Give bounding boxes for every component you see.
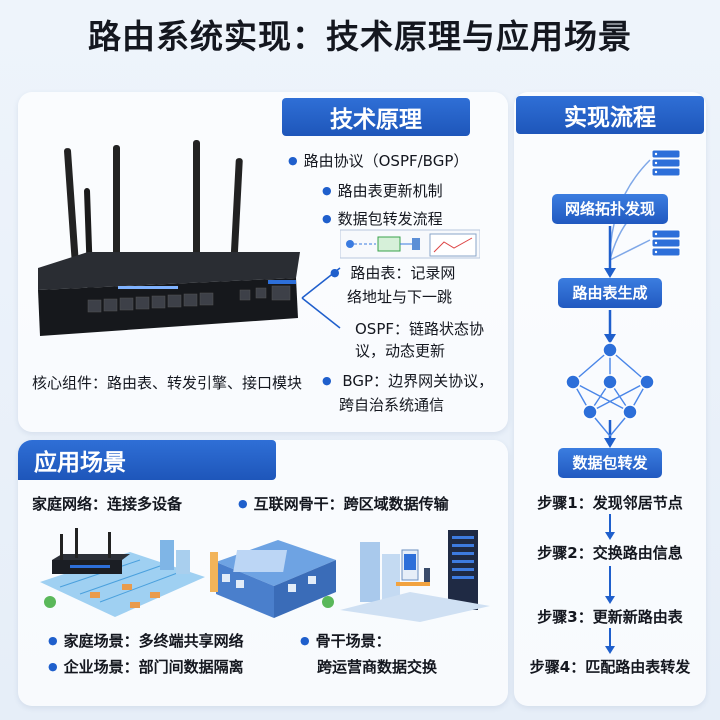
tech-item-protocol: 路由协议（OSPF/BGP） xyxy=(288,150,469,171)
flow-node-route-gen: 路由表生成 xyxy=(558,278,662,308)
home-scene-item: 家庭场景：多终端共享网络 xyxy=(48,630,244,651)
flow-node-forward: 数据包转发 xyxy=(558,448,662,478)
flow-step-1: 步骤1：发现邻居节点 xyxy=(537,494,683,512)
step-arrows xyxy=(605,514,615,654)
backbone-scene-desc: 跨运营商数据交换 xyxy=(317,658,438,676)
core-components: 核心组件：路由表、转发引擎、接口模块 xyxy=(32,374,303,392)
packet-flow-icon xyxy=(340,229,480,259)
enterprise-scene-item: 企业场景：部门间数据隔离 xyxy=(48,656,244,677)
router-illustration xyxy=(38,140,300,336)
flow-arrows xyxy=(604,226,616,448)
flow-step-4: 步骤4：匹配路由表转发 xyxy=(529,658,691,676)
tech-item-forward-flow: 数据包转发流程 xyxy=(322,208,443,229)
tech-item-table-update: 路由表更新机制 xyxy=(322,180,443,201)
flow-step-3: 步骤3：更新新路由表 xyxy=(537,608,683,626)
home-network-illustration xyxy=(40,528,205,617)
backbone-scene-item: 骨干场景： xyxy=(300,630,391,651)
datacenter-illustration xyxy=(340,530,490,622)
page-title: 路由系统实现：技术原理与应用场景 xyxy=(88,17,632,56)
tech-header: 技术原理 xyxy=(282,98,470,136)
flow-node-topology: 网络拓扑发现 xyxy=(552,194,668,224)
apps-header: 应用场景 xyxy=(18,440,276,480)
backbone-title: 互联网骨干：跨区域数据传输 xyxy=(238,493,449,514)
routing-table-desc: 路由表：记录网 络地址与下一跳 xyxy=(330,262,455,308)
ospf-desc: OSPF：链路状态协 议，动态更新 xyxy=(355,320,485,360)
flow-header: 实现流程 xyxy=(516,96,704,134)
flow-step-2: 步骤2：交换路由信息 xyxy=(537,544,683,562)
building-illustration xyxy=(210,540,336,618)
bgp-desc: BGP：边界网关协议， 跨自治系统通信 xyxy=(322,370,493,416)
home-network-title: 家庭网络：连接多设备 xyxy=(32,495,183,513)
neural-network-icon xyxy=(565,342,655,437)
